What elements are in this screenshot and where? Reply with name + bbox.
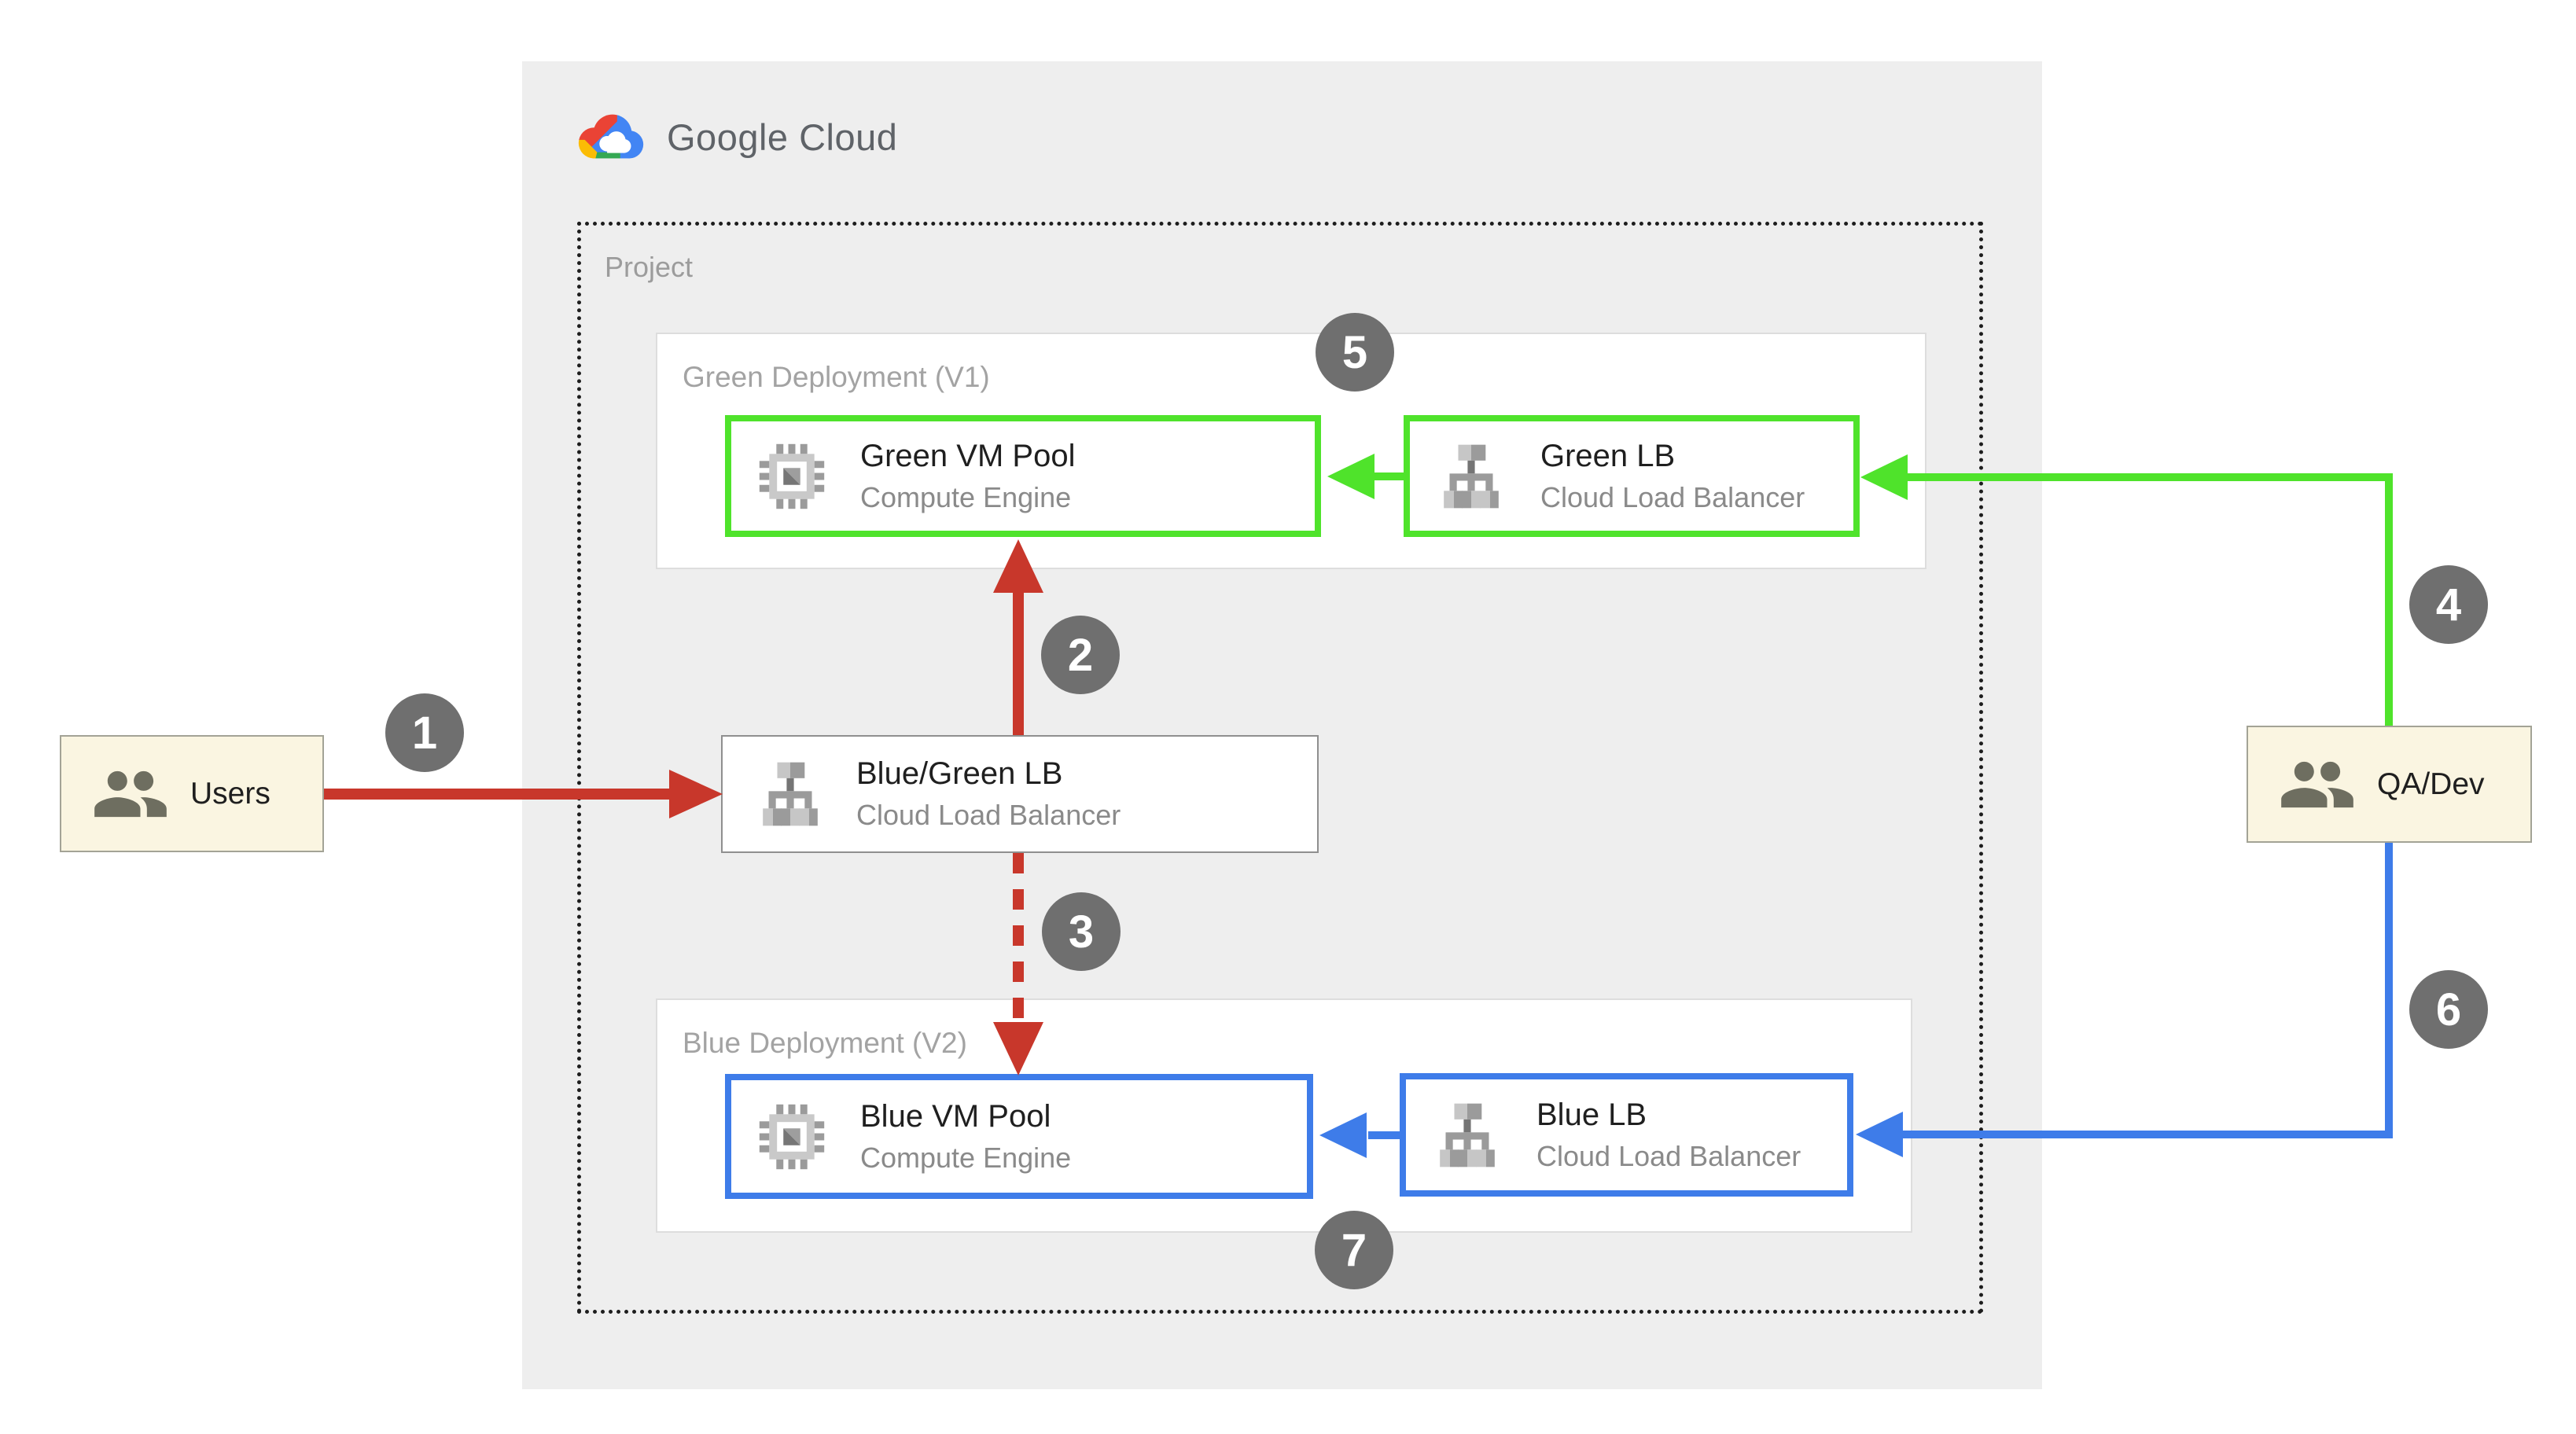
load-balancer-icon <box>1440 1103 1495 1167</box>
people-icon <box>2281 761 2353 807</box>
green-lb-title: Green LB <box>1540 438 1676 473</box>
arrow-green-lb-to-green-vm <box>1327 454 1404 499</box>
green-deployment-label: Green Deployment (V1) <box>683 361 990 393</box>
blue-green-lb-subtitle: Cloud Load Balancer <box>856 799 1121 831</box>
brand-header: Google Cloud <box>572 108 897 165</box>
users-actor-box: Users <box>60 735 324 852</box>
compute-engine-icon <box>759 443 825 509</box>
step-badge-4: 4 <box>2409 565 2488 644</box>
green-vm-pool-node: Green VM Pool Compute Engine <box>725 415 1321 537</box>
step-badge-1: 1 <box>385 693 464 772</box>
compute-engine-icon <box>759 1104 825 1169</box>
arrow-qa-dev-to-blue-lb <box>1856 843 2393 1157</box>
step-badge-5: 5 <box>1316 313 1394 392</box>
blue-deployment-label: Blue Deployment (V2) <box>683 1027 967 1059</box>
green-vm-pool-subtitle: Compute Engine <box>860 480 1072 513</box>
blue-vm-pool-title: Blue VM Pool <box>860 1098 1051 1134</box>
load-balancer-icon <box>763 762 818 826</box>
arrow-blue-lb-to-blue-vm <box>1319 1112 1400 1158</box>
blue-lb-node: Blue LB Cloud Load Balancer <box>1400 1073 1853 1197</box>
arrow-shared-lb-to-green-vm <box>993 539 1043 735</box>
blue-vm-pool-node: Blue VM Pool Compute Engine <box>725 1074 1313 1199</box>
blue-lb-title: Blue LB <box>1536 1097 1647 1132</box>
people-icon <box>94 770 167 817</box>
qa-dev-label: QA/Dev <box>2377 767 2485 801</box>
blue-lb-subtitle: Cloud Load Balancer <box>1536 1139 1801 1172</box>
load-balancer-icon <box>1444 444 1499 508</box>
users-label: Users <box>190 776 270 811</box>
qa-dev-actor-box: QA/Dev <box>2247 726 2532 843</box>
green-lb-subtitle: Cloud Load Balancer <box>1540 480 1805 513</box>
step-badge-7: 7 <box>1315 1211 1393 1289</box>
step-badge-2: 2 <box>1041 616 1120 694</box>
green-vm-pool-title: Green VM Pool <box>860 438 1076 473</box>
google-cloud-logo-icon <box>572 108 650 165</box>
project-label: Project <box>605 251 694 283</box>
brand-title: Google Cloud <box>667 116 898 158</box>
blue-vm-pool-subtitle: Compute Engine <box>860 1141 1072 1174</box>
project-boundary: Project <box>577 222 1983 1314</box>
blue-green-lb-node: Blue/Green LB Cloud Load Balancer <box>721 735 1319 853</box>
green-lb-node: Green LB Cloud Load Balancer <box>1404 415 1860 537</box>
step-badge-3: 3 <box>1042 892 1121 971</box>
arrow-users-to-shared-lb <box>324 770 723 818</box>
arrow-shared-lb-to-blue-vm-dashed <box>993 853 1043 1076</box>
blue-green-lb-title: Blue/Green LB <box>856 756 1063 791</box>
step-badge-6: 6 <box>2409 970 2488 1049</box>
arrow-qa-dev-to-green-lb <box>1860 454 2393 726</box>
